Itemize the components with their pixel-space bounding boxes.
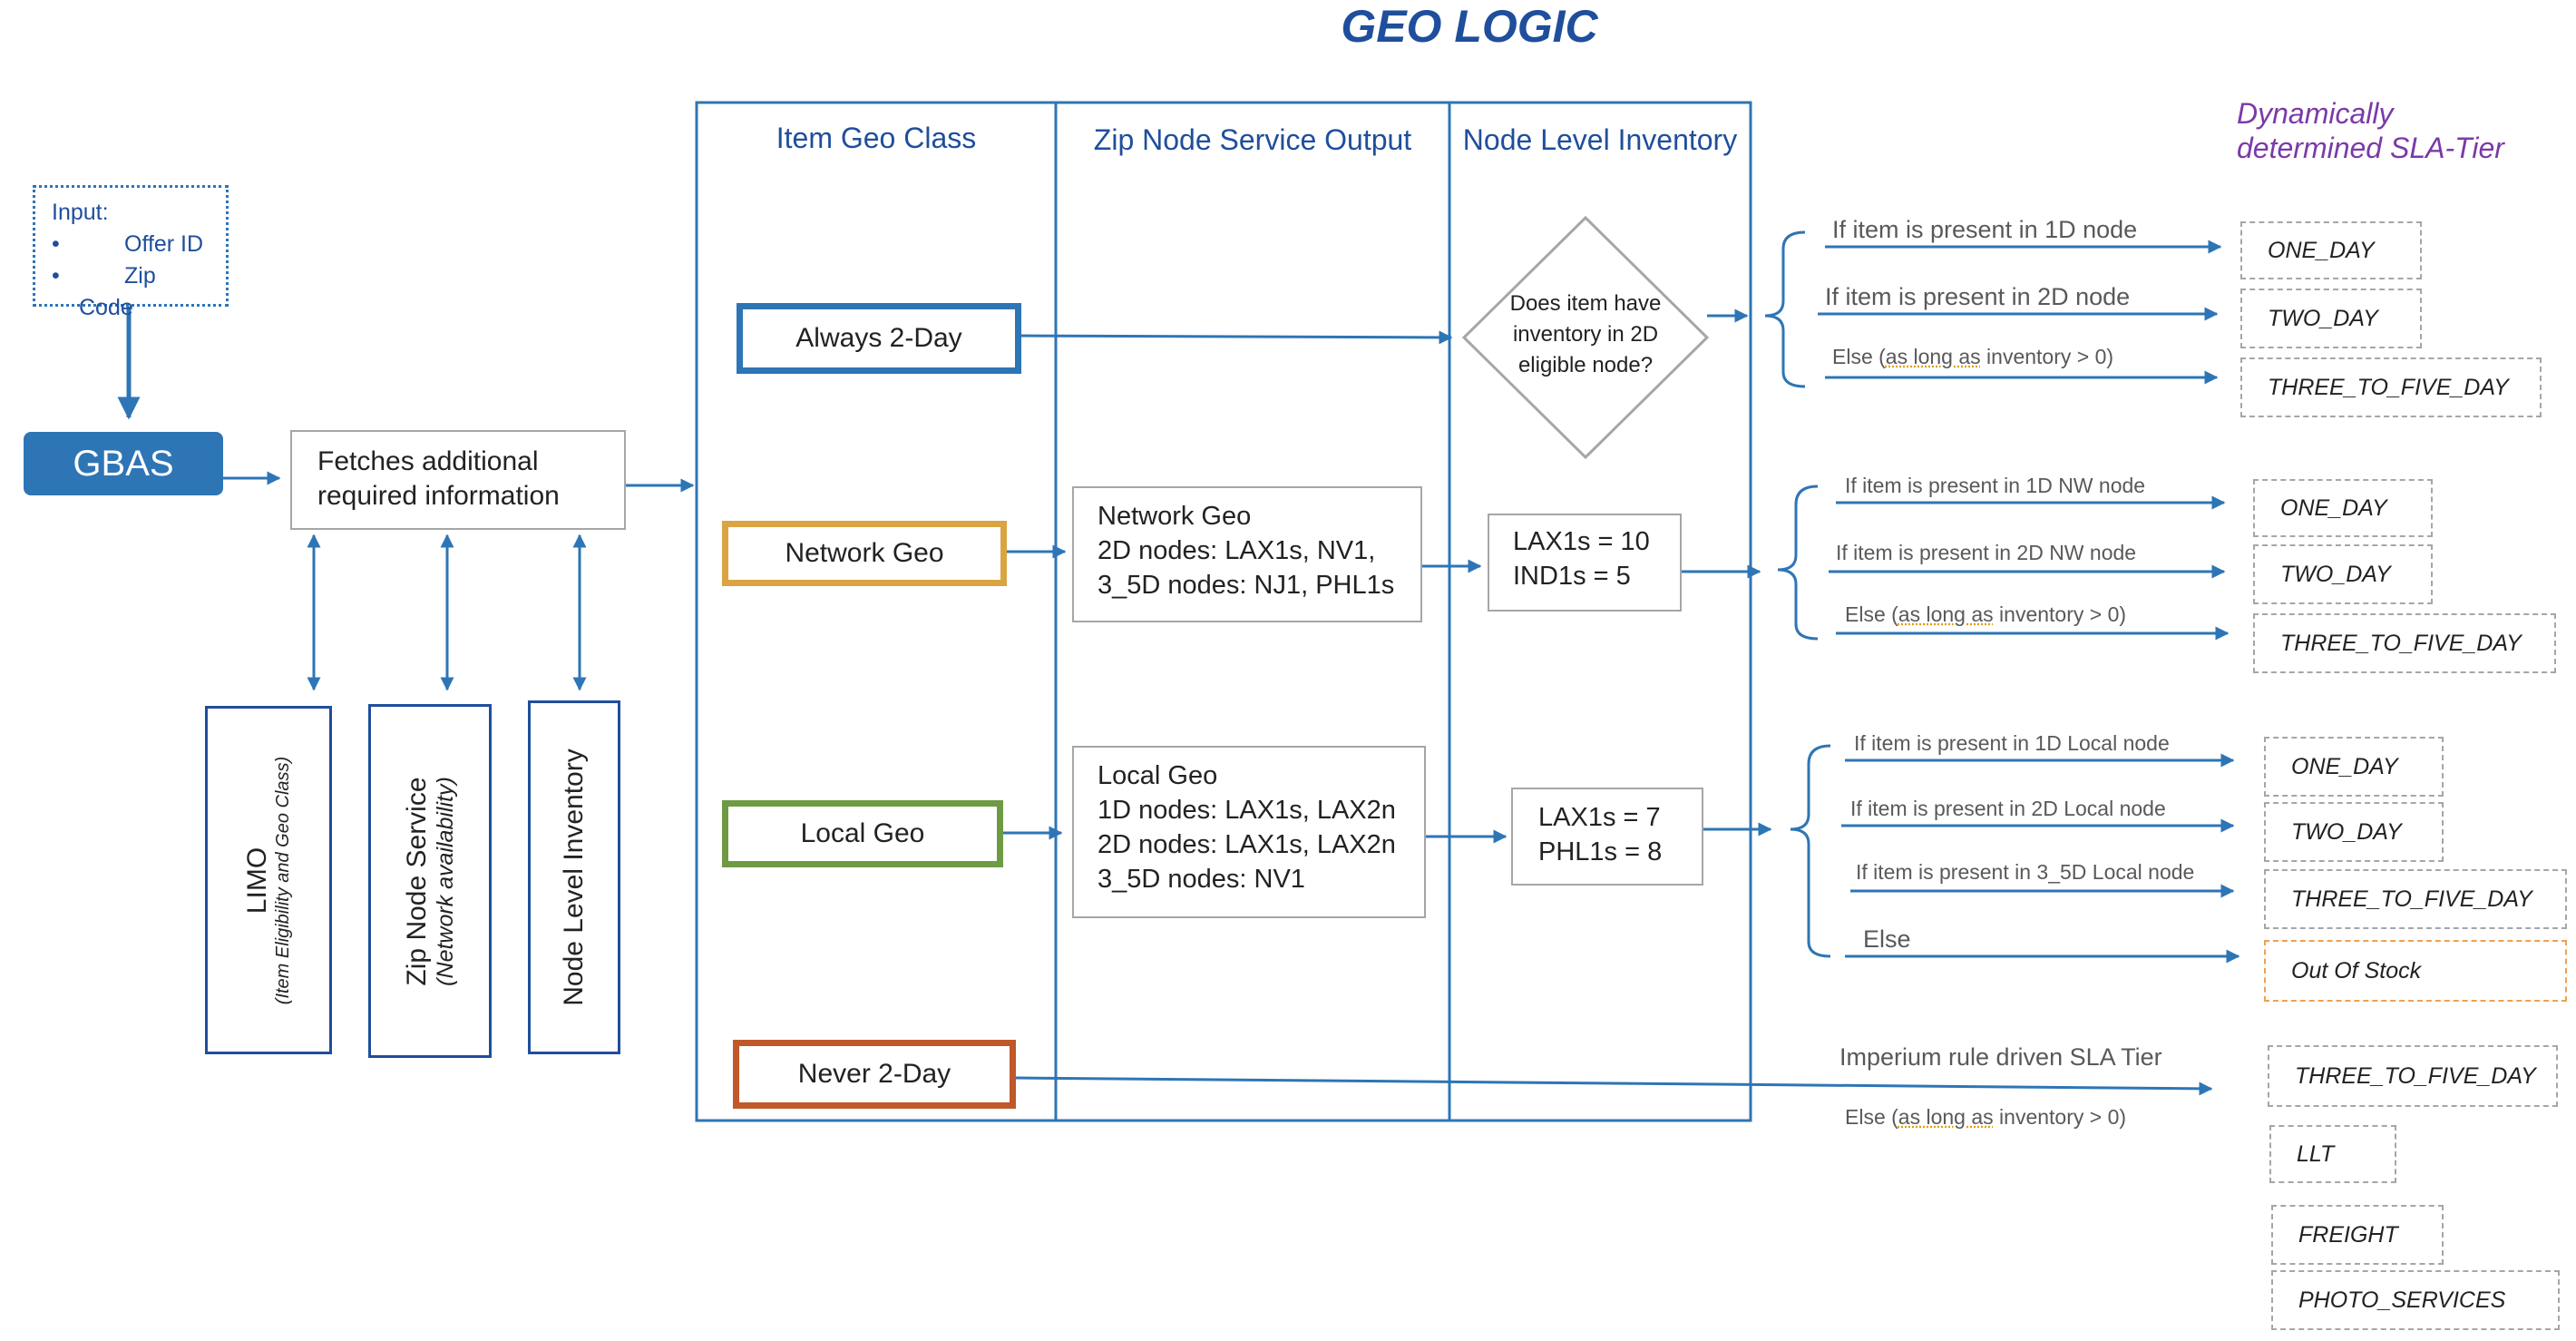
- dynamic-sla-label-line1: Dynamically: [2237, 97, 2394, 130]
- sla-never-photo-services: PHOTO_SERVICES: [2271, 1270, 2560, 1330]
- gbas-node: GBAS: [24, 432, 223, 495]
- fetch-line-2: required information: [317, 481, 560, 511]
- input-item-offer-id: Offer ID: [52, 229, 210, 260]
- zip-output-network: Network Geo 2D nodes: LAX1s, NV1, 3_5D n…: [1072, 486, 1422, 622]
- zip-node-title: Zip Node Service: [401, 776, 432, 986]
- sla-never-llt: LLT: [2269, 1125, 2396, 1183]
- brace-network-conditions: [1777, 485, 1819, 641]
- sla-network-three-to-five-day: THREE_TO_FIVE_DAY: [2253, 613, 2556, 673]
- diamond-line: Does item have: [1509, 291, 1662, 316]
- fetch-info-box: Fetches additional required information: [290, 430, 626, 530]
- inventory-local-line: LAX1s = 7: [1538, 803, 1661, 832]
- dynamic-sla-label-line2: determined SLA-Tier: [2237, 132, 2504, 164]
- diamond-line: inventory in 2D: [1512, 322, 1659, 347]
- inventory-local-line: PHL1s = 8: [1538, 837, 1663, 866]
- brace-local-conditions: [1790, 744, 1831, 958]
- sla-local-two-day: TWO_DAY: [2264, 802, 2444, 862]
- condition-local-1d: If item is present in 1D Local node: [1854, 731, 2170, 755]
- diagram-title: GEO LOGIC: [1341, 1, 1598, 52]
- condition-network-2d: If item is present in 2D NW node: [1836, 541, 2137, 564]
- geo-class-always-2day: Always 2-Day: [737, 303, 1021, 374]
- zip-output-local-line: 2D nodes: LAX1s, LAX2n: [1098, 830, 1396, 859]
- arrow-always-to-diamond: [1020, 330, 1453, 345]
- column-node-inventory: [1448, 101, 1752, 1122]
- zip-node-subtitle: (Network availability): [432, 776, 458, 986]
- header-item-geo-class: Item Geo Class: [776, 122, 977, 154]
- sla-always-two-day: TWO_DAY: [2240, 289, 2422, 348]
- zip-output-network-line: Network Geo: [1098, 502, 1252, 531]
- sla-network-two-day: TWO_DAY: [2253, 544, 2433, 604]
- condition-network-else: Else (as long as inventory > 0): [1845, 602, 2127, 626]
- condition-always-else: Else (as long as inventory > 0): [1832, 345, 2114, 368]
- limo-title: LIMO: [242, 847, 273, 914]
- sla-always-one-day: ONE_DAY: [2240, 221, 2422, 279]
- inventory-network: LAX1s = 10 IND1s = 5: [1488, 514, 1682, 612]
- condition-network-1d: If item is present in 1D NW node: [1845, 474, 2146, 497]
- fetch-line-1: Fetches additional: [317, 446, 539, 476]
- limo-service: LIMO (Item Eligibility and Geo Class): [205, 706, 332, 1054]
- diamond-line: eligible node?: [1517, 353, 1654, 377]
- zip-node-service: Zip Node Service (Network availability): [368, 704, 492, 1058]
- condition-local-2d: If item is present in 2D Local node: [1850, 797, 2166, 820]
- inventory-decision-diamond: [1461, 215, 1710, 460]
- zip-output-local-line: Local Geo: [1098, 761, 1218, 790]
- input-item-zip-code: Zip Code: [52, 260, 210, 324]
- inventory-network-line: IND1s = 5: [1513, 562, 1631, 591]
- condition-never-imperium: Imperium rule driven SLA Tier: [1839, 1043, 2162, 1071]
- sla-always-three-to-five-day: THREE_TO_FIVE_DAY: [2240, 357, 2542, 417]
- arrow-never-to-sla: [1015, 1076, 2213, 1096]
- geo-class-never-2day: Never 2-Day: [733, 1040, 1016, 1109]
- input-box: Input: Offer ID Zip Code: [33, 185, 229, 320]
- header-node-inventory: Node Level Inventory: [1462, 123, 1738, 156]
- geo-class-network: Network Geo: [722, 521, 1007, 586]
- sla-local-out-of-stock: Out Of Stock: [2264, 940, 2567, 1002]
- node-inventory-service: Node Level Inventory: [528, 700, 620, 1054]
- dynamic-sla-label: Dynamically determined SLA-Tier: [2237, 96, 2563, 165]
- geo-class-local: Local Geo: [722, 800, 1003, 867]
- zip-output-network-line: 2D nodes: LAX1s, NV1,: [1098, 536, 1376, 565]
- sla-local-three-to-five-day: THREE_TO_FIVE_DAY: [2264, 869, 2567, 929]
- sla-local-one-day: ONE_DAY: [2264, 737, 2444, 797]
- condition-local-else: Else: [1863, 925, 1911, 953]
- zip-output-network-line: 3_5D nodes: NJ1, PHL1s: [1098, 571, 1395, 600]
- condition-local-3-5d: If item is present in 3_5D Local node: [1856, 860, 2195, 884]
- brace-always-conditions: [1764, 230, 1806, 388]
- sla-network-one-day: ONE_DAY: [2253, 479, 2433, 537]
- limo-subtitle: (Item Eligibility and Geo Class): [273, 756, 294, 1004]
- sla-never-freight: FREIGHT: [2271, 1205, 2444, 1265]
- input-label: Input:: [52, 200, 109, 225]
- column-item-geo-class: [695, 101, 1058, 1122]
- zip-output-local-line: 3_5D nodes: NV1: [1098, 865, 1305, 894]
- condition-always-1d: If item is present in 1D node: [1832, 216, 2138, 243]
- inventory-local: LAX1s = 7 PHL1s = 8: [1511, 788, 1703, 886]
- node-inventory-title: Node Level Inventory: [559, 749, 590, 1006]
- condition-never-else: Else (as long as inventory > 0): [1845, 1105, 2127, 1129]
- zip-output-local-line: 1D nodes: LAX1s, LAX2n: [1098, 796, 1396, 825]
- inventory-network-line: LAX1s = 10: [1513, 527, 1650, 556]
- sla-never-three-to-five-day: THREE_TO_FIVE_DAY: [2268, 1045, 2558, 1107]
- header-zip-node-output: Zip Node Service Output: [1093, 123, 1412, 156]
- diamond-question: Does item have inventory in 2D eligible …: [1482, 289, 1689, 381]
- zip-output-local: Local Geo 1D nodes: LAX1s, LAX2n 2D node…: [1072, 746, 1426, 918]
- condition-always-2d: If item is present in 2D node: [1825, 283, 2131, 310]
